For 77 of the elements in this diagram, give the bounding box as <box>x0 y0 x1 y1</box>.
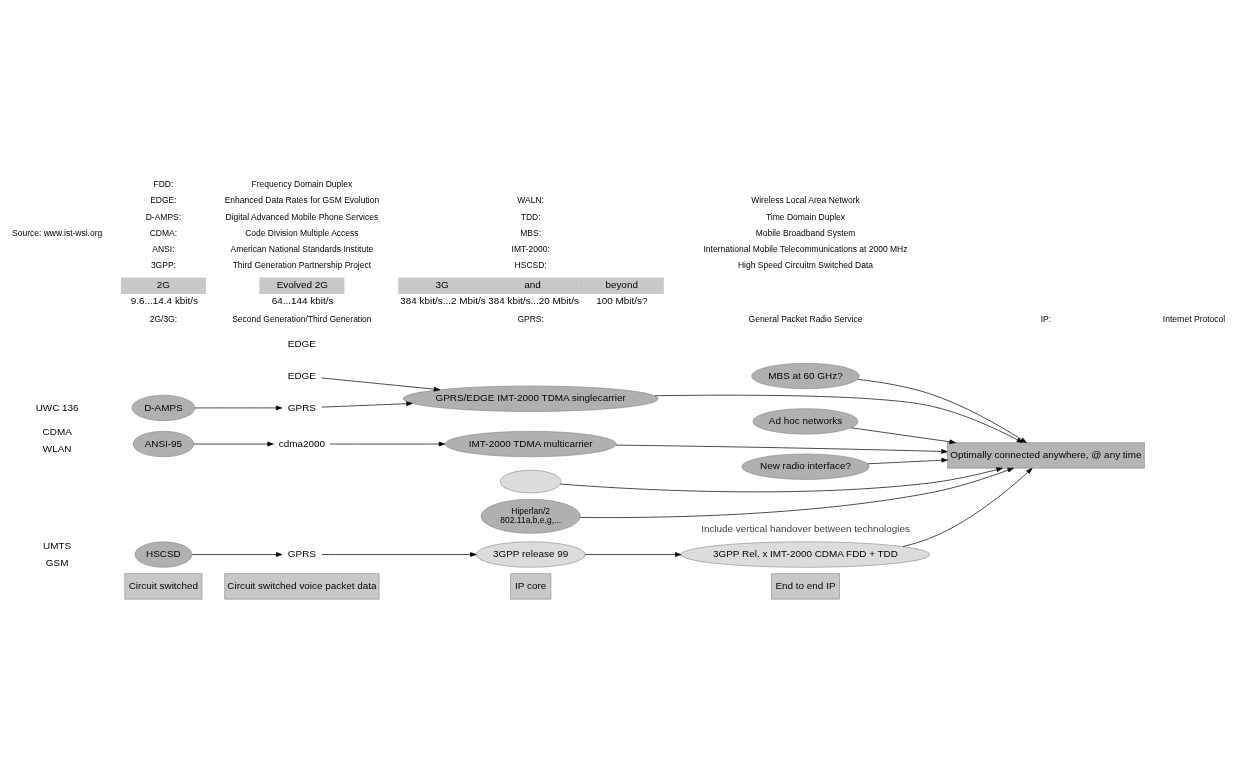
label: WLAN <box>42 442 72 454</box>
label: Time Domain Duplex <box>765 211 846 222</box>
label: UMTS <box>43 539 72 551</box>
label: Source: www.ist-wsi.org <box>12 227 103 238</box>
label: Enhanced Data Rates for GSM Evolution <box>224 194 380 205</box>
node-text: cdma2000 <box>278 437 326 449</box>
label: Digital Advanced Mobile Phone Services <box>225 211 379 222</box>
arrow <box>321 377 441 391</box>
label: Mobile Broadband System <box>755 227 856 238</box>
node-ellipse: ANSI-95 <box>132 430 194 457</box>
label: WALN: <box>517 194 544 205</box>
label: UWC 136 <box>35 401 79 413</box>
label: IMT-2000: <box>511 243 550 254</box>
node-ellipse: HSCSD <box>134 541 193 568</box>
node-label: 384 kbit/s...2 Mbit/s <box>400 294 486 306</box>
node-text: GPRS <box>287 547 316 559</box>
label: Frequency Domain Duplex <box>251 178 353 189</box>
node-box: 2G <box>120 277 206 294</box>
label: CDMA: <box>149 227 178 238</box>
node-label: 100 Mbit/s? <box>596 294 648 306</box>
label: D-AMPS: <box>145 211 182 222</box>
node-ellipse: Ad hoc networks <box>752 407 859 434</box>
arrow <box>191 551 283 557</box>
node-ellipse: IMT-2000 TDMA multicarrier <box>444 430 617 457</box>
arrow <box>867 457 948 464</box>
label: GPRS: <box>517 313 544 324</box>
arrow <box>329 441 446 446</box>
node-box: IP core <box>510 572 552 599</box>
arrow <box>615 444 948 454</box>
label: FDD: <box>153 178 174 189</box>
arrow <box>560 466 1003 492</box>
node-ellipse <box>499 469 562 493</box>
label: Internet Protocol <box>1162 313 1226 324</box>
node-ellipse: 3GPP Rel. x IMT-2000 CDMA FDD + TDD <box>680 541 931 568</box>
node-box: End to end IP <box>771 572 840 599</box>
label: Wireless Local Area Network <box>751 194 860 205</box>
arrow <box>321 400 413 407</box>
arrow <box>902 467 1033 547</box>
arrow <box>193 441 274 446</box>
label: ANSI: <box>152 243 175 254</box>
arrow <box>321 551 477 557</box>
label: Code Division Multiple Access <box>245 227 359 238</box>
label: Second Generation/Third Generation <box>232 313 372 324</box>
arrow <box>194 405 283 410</box>
node-ellipse: MBS at 60 GHz? <box>751 362 860 389</box>
label: CDMA <box>42 425 72 437</box>
label: IP: <box>1040 313 1052 324</box>
label: Include vertical handover between technologies <box>701 522 910 534</box>
node-ellipse: New radio interface? <box>741 453 870 480</box>
node-label: 9.6...14.4 kbit/s <box>130 294 199 306</box>
node-box: Evolved 2G <box>259 277 345 294</box>
label: International Mobile Telecommunications at 2000 MHz <box>703 243 908 254</box>
label: 3GPP: <box>150 259 176 270</box>
arrow <box>584 551 682 557</box>
arrow <box>850 426 956 444</box>
arrow <box>857 378 1027 443</box>
node-label: 384 kbit/s...20 Mbit/s <box>488 294 580 306</box>
node-text: EDGE <box>287 337 316 349</box>
node-ellipse: 3GPP release 99 <box>475 541 586 568</box>
node-label: 64...144 kbit/s <box>271 294 334 306</box>
arrow <box>654 394 1024 443</box>
arrow <box>579 467 1014 518</box>
node-box: Circuit switched <box>124 572 203 599</box>
node-ellipse: Hiperlan/2 802.11a,b,e,g,... <box>480 498 581 534</box>
node-text: EDGE <box>287 369 316 381</box>
label: EDGE: <box>150 194 177 205</box>
label: 2G/3G: <box>149 313 178 324</box>
node-ellipse: D-AMPS <box>131 394 196 421</box>
label: HSCSD: <box>514 259 547 270</box>
label: General Packet Radio Service <box>748 313 863 324</box>
node-box: Circuit switched voice packet data <box>224 572 380 599</box>
label: GSM <box>45 556 69 568</box>
label: TDD: <box>520 211 541 222</box>
label: High Speed Circuitm Switched Data <box>737 259 874 270</box>
label: MBS: <box>520 227 542 238</box>
node-text: GPRS <box>287 401 316 413</box>
label: American National Standards Institute <box>230 243 374 254</box>
